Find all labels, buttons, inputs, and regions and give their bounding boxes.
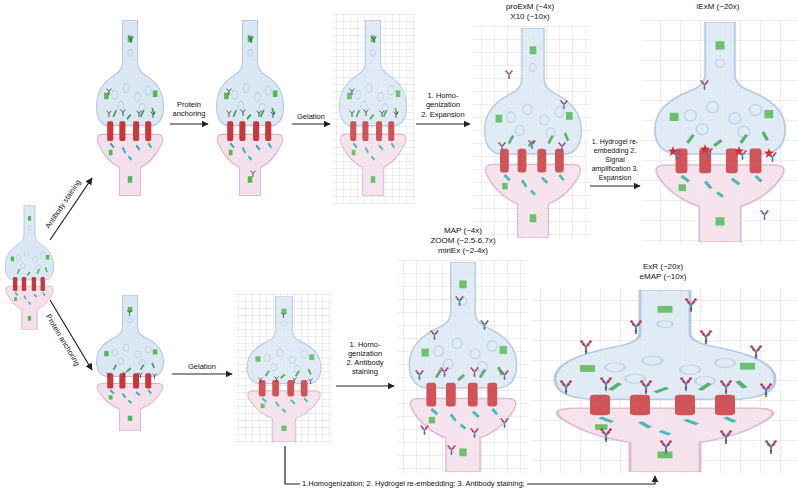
expansion-panel: iExM (~20x) [640, 2, 796, 244]
method-label: ExR (~20x) [530, 262, 796, 272]
step-label: 2. Expansion [416, 110, 470, 119]
step-label: 2. Antibody staining [336, 358, 394, 376]
arrow-label: 1. Hydrogel re-embedding 2. Signal ampli… [588, 137, 642, 182]
step-arrow [590, 185, 640, 186]
method-label: eMAP (~10x) [530, 272, 796, 282]
method-label: MAP (~4x) [396, 226, 530, 236]
synapse-gel [332, 14, 414, 204]
method-label: proExM (~4x) [470, 2, 590, 12]
synapse-proexm [472, 26, 590, 240]
step-label: Antibody staining [43, 178, 82, 230]
expansion-panel: ExR (~20x)eMAP (~10x) [530, 262, 796, 474]
method-label: miriEx (~2-4x) [396, 246, 530, 256]
step-label: Gelation [291, 112, 331, 121]
step-label: 1. Homo-genization [336, 340, 394, 358]
step-label: 1. Homo-genization [416, 91, 470, 109]
synapse-map [398, 260, 528, 474]
step-label: Protein anchoring [167, 100, 211, 118]
expansion-panel: MAP (~4x)ZOOM (~2.5-6.7x)miriEx (~2-4x) [396, 226, 530, 474]
step-label: Protein anchoring [44, 312, 82, 367]
expansion-panel: proExM (~4x)X10 (~10x) [470, 2, 590, 240]
method-label: ZOOM (~2.5-6.7x) [396, 236, 530, 246]
synapse-gel-lower [235, 292, 332, 444]
synapse-anchored [217, 20, 284, 196]
synapse-iexm [642, 20, 798, 244]
step-arrows [50, 124, 655, 484]
method-label: iExM (~20x) [640, 2, 796, 12]
synapse-stained [97, 20, 164, 196]
synapse-anchored-lower [97, 295, 164, 431]
step-label: 1.Homogenization; 2. Hydrogel re-embeddi… [300, 479, 527, 488]
method-label: X10 (~10x) [470, 12, 590, 22]
step-label: Gelation [182, 362, 222, 371]
synapse-exr [532, 288, 798, 474]
